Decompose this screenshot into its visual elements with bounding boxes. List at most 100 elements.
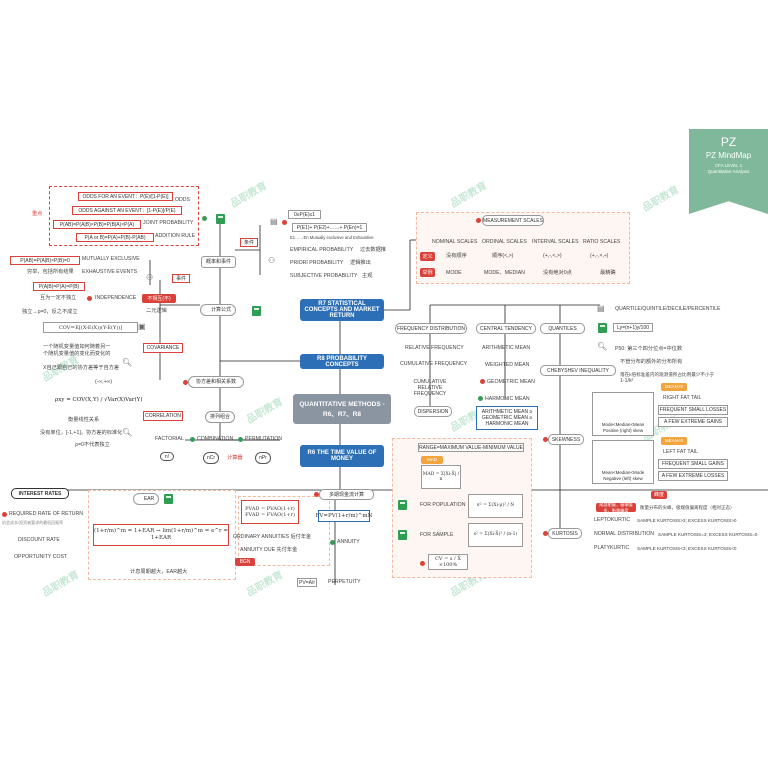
annuity-pv2: FVAD = FVAO(1+r) [245, 512, 295, 518]
mean-lt-tag: MEAN<0 [661, 437, 687, 445]
node-r6[interactable]: R6 THE TIME VALUE OF MONEY [300, 445, 384, 467]
empirical-cn: 过去数据推 [360, 247, 386, 253]
mutex-label: MUTUALLY EXCLUSIVE [82, 256, 140, 262]
kurtosis-node[interactable]: KURTOSIS [548, 528, 582, 539]
population-label: FOR POPULATION [420, 502, 466, 508]
corr-note1: 衡量线性关系 [68, 417, 100, 423]
covariance-node[interactable]: COVARIANCE [143, 343, 183, 353]
magnifier-icon: 🔍︎ [122, 428, 133, 437]
chebyshev-node[interactable]: CHEBYSHEV INEQUALITY [540, 365, 616, 376]
nominal-def: 没有顺序 [446, 253, 467, 259]
right-tail: RIGHT FAT TAIL [663, 395, 702, 401]
central-node[interactable]: CENTRAL TENDENCY [476, 323, 536, 334]
quant-formula-box: Ly=(n+1)y/100 [613, 323, 653, 332]
few-extreme-gain: A FEW EXTREME GAINS [658, 417, 728, 427]
freq-dist-node[interactable]: FREQUENCY DISTRIBUTION [395, 323, 467, 334]
multi-period-dot [314, 492, 319, 497]
odds-against-box: ODDS AGAINST AN EVENT：[1-P(E)]/P(E) [72, 206, 182, 215]
annuity-pv1: PVAD = PVAO(1+r) [245, 506, 295, 512]
indep-cn: 互为一定不独立 [40, 295, 77, 301]
indep-note: 独立→ρ=0，反之不成立 [22, 309, 78, 315]
geom-dot [480, 379, 485, 384]
example-tag: 举例 [420, 268, 435, 277]
important-tag: 重点 [32, 211, 43, 217]
interest-rates-node[interactable]: INTEREST RATES [11, 488, 69, 499]
cum-freq: CUMULATIVE FREQUENCY [400, 361, 468, 367]
rrr-label: REQUIRED RATE OF RETURN [9, 511, 83, 517]
calc-formula-node[interactable]: 计算公式 [200, 304, 236, 316]
calculator-icon [398, 530, 407, 540]
prob-events-node[interactable]: 概率和事件 [201, 256, 236, 268]
mad-tag: MAD [421, 456, 443, 464]
cv-dot [420, 561, 425, 566]
mean-gt-tag: MEAN>0 [661, 383, 687, 391]
mutex-formula-box: P(AB)=P(A|B)×P(B)=0 [10, 256, 80, 265]
annuity-pv-box: PVAD = PVAO(1+r) FVAD = FVAO(1+r) [241, 500, 299, 524]
corr-formula: ρxy = COV(X,Y) / √Var(X)Var(Y) [55, 397, 143, 403]
axiom-dot [282, 220, 287, 225]
network-icon: ⚇ [146, 273, 154, 282]
ear-node[interactable]: EAR [133, 493, 159, 505]
cheb-note1: 不管分布的额外的分布所有 [620, 359, 683, 365]
combination-label: COMBINATION [197, 436, 234, 442]
calculator-icon [252, 306, 261, 316]
rrr-dot [2, 512, 7, 517]
cov-range: (-∞,+∞) [95, 379, 113, 385]
calculator-icon [216, 214, 225, 224]
platy-label: PLATYKURTIC [594, 545, 630, 551]
axiom1-box: 0≤P(E)≤1 [288, 210, 321, 219]
samp-formula: s² = Σ(Xi-X̄)² / (n-1) [468, 523, 523, 547]
ear-formula: (1+r/m)^m = 1+EAR → lim(1+r/m)^m = e^r =… [93, 524, 229, 546]
odds-label: ODDS [175, 197, 190, 203]
independence-label: INDEPENDENCE [95, 295, 137, 301]
cov-note1: 一个随机变量值如何随着另一 [43, 344, 111, 350]
lepto-def: SAMPLE KURTOSIS>3; EXCESS KURTOSIS>0 [637, 518, 737, 523]
ordinal-label: ORDINAL SCALES [482, 239, 527, 245]
neg-skew-chart: Mean<Median<Mode Negative (left) skew [592, 440, 654, 484]
addition-formula-box: P(A or B)=P(A)+P(B)-P(AB) [76, 233, 154, 242]
combination-dot [190, 437, 195, 442]
skewness-node[interactable]: SKEWNESS [548, 434, 584, 445]
calculator-icon [598, 323, 607, 333]
correlation-node[interactable]: CORRELATION [143, 411, 183, 421]
rel-freq: RELATIVE FREQUENCY [405, 345, 464, 351]
cov-note3: X自己跟自己的协方差等于自方差 [43, 365, 120, 371]
cov-corr-node[interactable]: 协方差和相关系数 [188, 376, 244, 388]
document-icon: ▤ [597, 304, 605, 313]
few-extreme-loss: A FEW EXTREME LOSSES [658, 471, 728, 481]
odds-group-frame [49, 186, 199, 246]
weighted-mean: WEIGHTED MEAN [485, 362, 530, 368]
ratio-label: RATIO SCALES [583, 239, 621, 245]
normal-label: NORMAL DISTRIBUTION [594, 531, 655, 537]
node-main[interactable]: QUANTITATIVE METHODS -R6、R7、R8 [293, 394, 391, 424]
dispersion-node[interactable]: DISPERSION [414, 406, 452, 417]
perp-formula-box: PV=A/r [297, 578, 317, 587]
cov-formula-box: COV＝E[(X-E(X))(Y-E(Y))] [43, 322, 138, 333]
cheb-note2: 落在k倍标准差内的观测值所占比例最少不小于 [620, 372, 715, 377]
harm-dot [478, 396, 483, 401]
node-r8[interactable]: R8 PROBABILITY CONCEPTS [300, 354, 384, 369]
counting-node[interactable]: 排列组合 [205, 411, 235, 423]
magnifier-icon: 🔍︎ [597, 342, 608, 351]
annuity-label: ANNUITY [337, 539, 360, 545]
platy-def: SAMPLE KURTOSIS<3; EXCESS KURTOSIS<0 [637, 546, 737, 551]
node-r7[interactable]: R7 STATISTICAL CONCEPTS AND MARKET RETUR… [300, 299, 384, 321]
two-events-label: 二元逻辑 [146, 308, 167, 314]
cheb-note3: 1-1/k² [620, 378, 634, 384]
ear-note: 计息周期越大，EAR越大 [130, 569, 188, 575]
cond-node[interactable]: 条件 [240, 238, 258, 247]
kurt-note-tag: 尾部肥瘦，极端值多，衡量峰度 [596, 502, 636, 513]
discount-label: DISCOUNT RATE [18, 537, 60, 543]
event-node[interactable]: 事件 [172, 274, 190, 283]
kurt-def: 衡量分布的尖峰，极端值偏离程度（相对正态） [640, 505, 735, 510]
multi-period-node[interactable]: 多期现金流计算 [319, 489, 374, 500]
measurement-node[interactable]: MEASUREMENT SCALES [482, 215, 544, 226]
axiom2-box: P(E1)+ P(E2)+……+ P(En)=1 [292, 223, 367, 232]
indep-formula-box: P(A|B)=P(A)=P(B) [33, 282, 85, 291]
cv-formula: CV = s / X̄ ×100% [428, 554, 468, 570]
not-indep-tag: 不相互(不) [142, 294, 176, 303]
quantiles-node[interactable]: QUANTILES [540, 323, 585, 334]
kurt-tag: 峰度 [651, 491, 667, 499]
document-icon: ▤ [270, 217, 278, 226]
